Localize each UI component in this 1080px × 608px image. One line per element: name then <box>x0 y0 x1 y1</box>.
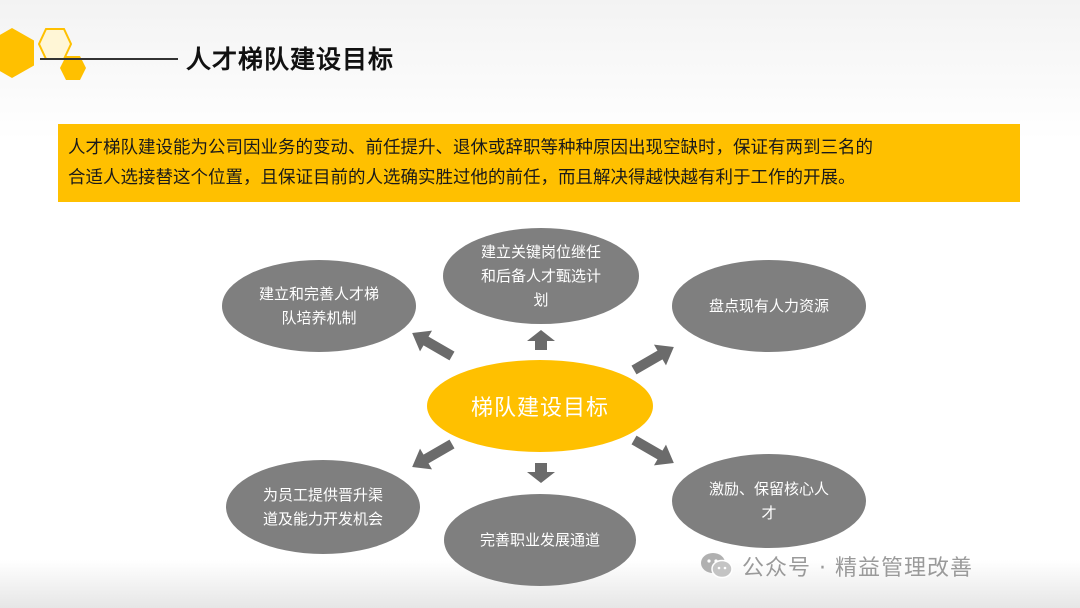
watermark: 公众号 · 精益管理改善 <box>700 548 1050 584</box>
arrow-down-icon <box>527 463 555 483</box>
title-rule <box>40 58 178 60</box>
arrow-upper-left-icon <box>412 330 455 361</box>
goal-node-top-label: 建立关键岗位继任 和后备人才甄选计 划 <box>480 243 601 309</box>
goal-node-bottom-right-label: 激励、保留核心人 才 <box>708 480 829 522</box>
arrow-upper-right-icon <box>631 344 674 375</box>
hexagon-large-icon <box>0 28 34 78</box>
arrow-lower-left-icon <box>412 439 455 470</box>
header-background <box>0 0 1080 140</box>
goal-node-bottom-label: 完善职业发展通道 <box>479 531 600 549</box>
center-goal-node: 梯队建设目标 <box>427 360 653 452</box>
goal-node-bottom-left: 为员工提供晋升渠 道及能力开发机会 <box>226 460 420 554</box>
center-goal-label: 梯队建设目标 <box>470 396 609 421</box>
arrow-lower-right-icon <box>631 435 674 466</box>
goal-node-top-right: 盘点现有人力资源 <box>672 260 866 352</box>
goal-node-top-left-label: 建立和完善人才梯 队培养机制 <box>258 285 379 327</box>
goal-node-top-right-label: 盘点现有人力资源 <box>708 297 829 315</box>
watermark-text: 公众号 · 精益管理改善 <box>742 556 973 581</box>
intro-text: 人才梯队建设能为公司因业务的变动、前任提升、退休或辞职等种种原因出现空缺时，保证… <box>68 138 873 188</box>
goal-node-top-left: 建立和完善人才梯 队培养机制 <box>222 260 416 352</box>
goal-node-top: 建立关键岗位继任 和后备人才甄选计 划 <box>443 228 639 324</box>
goal-node-bottom-left-label: 为员工提供晋升渠 道及能力开发机会 <box>262 486 383 528</box>
goal-node-bottom-right: 激励、保留核心人 才 <box>672 454 866 548</box>
page-title: 人才梯队建设目标 <box>186 45 395 74</box>
wechat-icon <box>701 553 733 579</box>
goal-node-bottom: 完善职业发展通道 <box>444 494 636 586</box>
arrow-up-icon <box>527 330 555 350</box>
intro-box: 人才梯队建设能为公司因业务的变动、前任提升、退休或辞职等种种原因出现空缺时，保证… <box>58 124 1020 202</box>
hexagon-small-icon <box>60 56 86 80</box>
hexagon-decoration <box>0 18 100 98</box>
